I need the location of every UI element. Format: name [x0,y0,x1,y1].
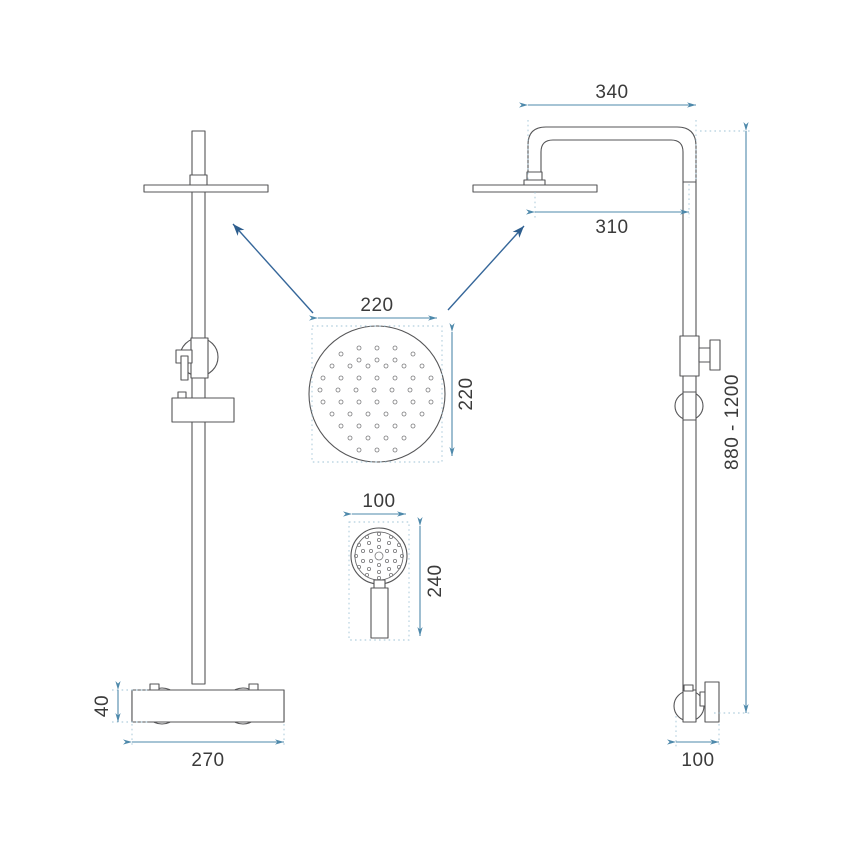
handset-detail-view: 100 240 [343,491,446,641]
right-wall-bracket [679,335,721,377]
left-riser-rail-lower [191,421,206,685]
left-riser-rail-mid [191,377,206,399]
right-elevation-view [472,126,721,723]
right-riser-rail-lower [682,419,697,699]
thermostatic-mixer-bar [131,683,285,725]
right-riser-rail-mid [682,375,697,395]
left-riser-rail-upper [191,191,206,341]
dim-wall-bracket-depth: 100 [681,750,714,771]
right-riser-rail-upper [682,181,697,337]
rain-head-circle [308,325,446,463]
right-dimension-group: 340 310 880 - 1200 100 [519,82,752,771]
dim-head-offset: 310 [595,217,628,238]
left-handset-holder [171,391,235,423]
dim-mixer-width: 270 [191,750,224,771]
left-head-stub [189,130,208,186]
right-curved-arm-inner [540,139,684,182]
dim-handset-height: 240 [425,564,446,597]
handset-handle [370,587,389,639]
left-slider-bracket [175,337,219,381]
rain-head-detail-view: 220 220 [308,295,477,463]
dim-head-width: 220 [360,295,393,316]
handset-neck [373,579,386,589]
handset-face-inner [354,531,404,581]
handset-bbox [348,521,410,641]
right-rain-head-plate [472,184,598,193]
rain-head-nozzle-grid [317,345,434,453]
handset-face-outer [350,527,408,585]
left-dimension-group: 40 270 [92,681,285,771]
handset-center-nozzle [374,551,384,561]
dim-arm-reach: 340 [595,82,628,103]
right-curved-arm-outer [527,126,697,182]
left-rain-head-plate [143,184,269,193]
leader-to-right-head-icon [447,225,525,311]
rain-head-bbox [311,325,443,463]
dim-head-height: 220 [456,377,477,410]
dim-handset-width: 100 [362,491,395,512]
dim-mixer-height: 40 [92,695,113,717]
leader-to-left-head-icon [232,223,314,314]
right-lower-wall-outlet [673,681,720,723]
left-elevation-view [131,130,285,725]
dim-column-height-range: 880 - 1200 [722,374,743,470]
